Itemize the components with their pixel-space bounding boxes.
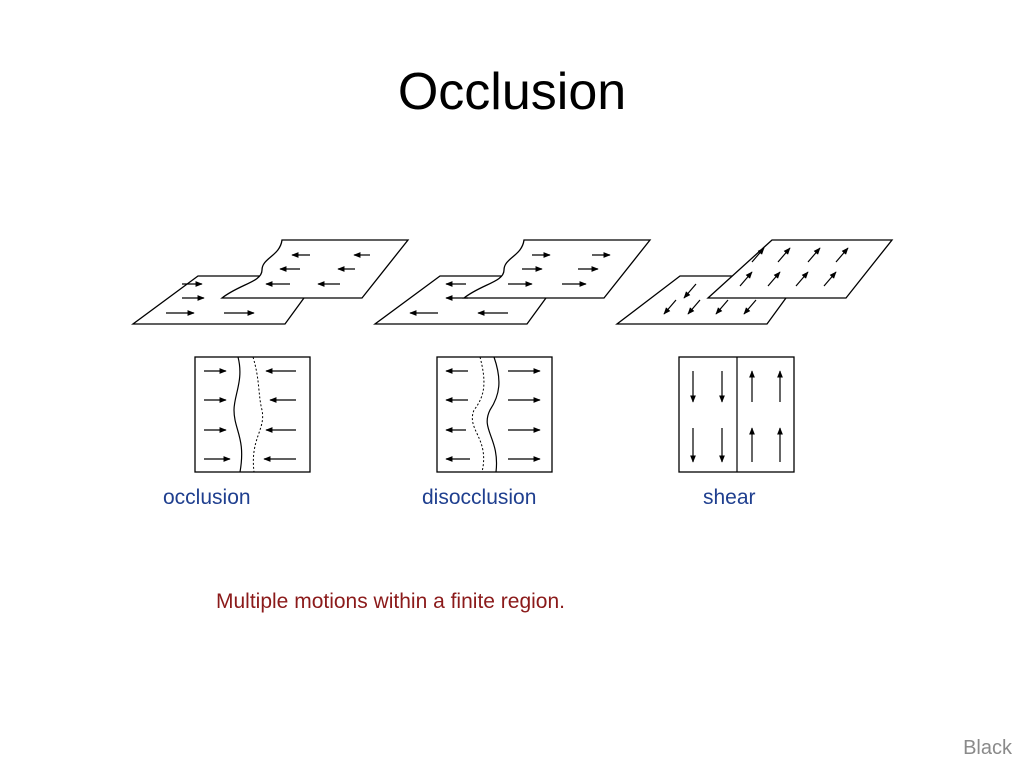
shear-square — [678, 356, 795, 473]
slide-title: Occlusion — [397, 63, 627, 121]
caption-shear: shear — [703, 486, 756, 509]
footer-credit: Black — [963, 737, 1012, 759]
disocclusion-planes — [373, 239, 652, 325]
shear-planes — [615, 239, 894, 325]
slide-note: Multiple motions within a finite region. — [216, 590, 566, 613]
caption-occlusion: occlusion — [163, 486, 251, 509]
caption-disocclusion: disocclusion — [422, 486, 537, 509]
occlusion-planes — [131, 239, 410, 325]
occlusion-square — [194, 356, 311, 473]
disocclusion-square — [436, 356, 553, 473]
